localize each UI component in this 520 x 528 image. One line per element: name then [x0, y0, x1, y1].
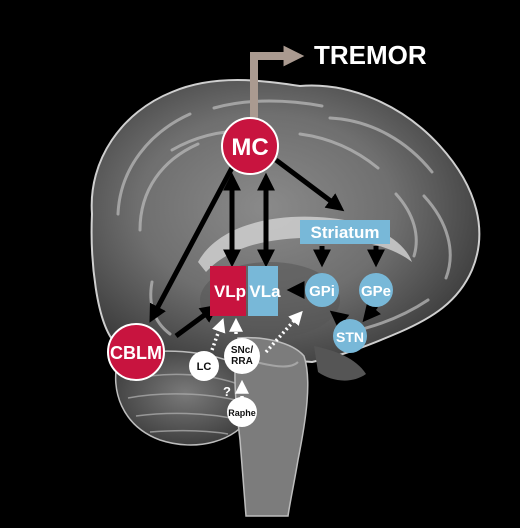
node-lc-label: LC [197, 361, 212, 373]
node-vla: VLa [248, 266, 281, 316]
node-vlp: VLp [210, 266, 246, 316]
node-gpi: GPi [305, 273, 339, 307]
node-raphe-label: Raphe [228, 408, 256, 418]
brain-illustration [90, 79, 481, 517]
node-snc-rra-label-line2: RRA [231, 356, 253, 367]
node-stn: STN [333, 319, 367, 353]
node-striatum-label: Striatum [311, 223, 380, 242]
node-gpe: GPe [359, 273, 393, 307]
modulatory-arrows [210, 310, 303, 398]
arrow-cblm-vlp [174, 304, 219, 339]
node-snc-rra: SNc/ RRA [224, 338, 260, 374]
node-vla-label: VLa [249, 282, 281, 301]
node-mc-label: MC [231, 134, 268, 161]
node-mc: MC [221, 117, 279, 175]
arrow-snc-gpi [264, 310, 303, 354]
pathway-arrows [149, 158, 385, 339]
unknown-source-marker: ? [223, 384, 231, 399]
node-lc: LC [189, 351, 219, 381]
arrow-mc-striatum [274, 158, 345, 212]
node-snc-rra-label-line1: SNc/ [231, 345, 253, 356]
node-gpi-label: GPi [309, 283, 335, 300]
tremor-title: TREMOR [314, 40, 427, 70]
node-cblm: CBLM [107, 323, 165, 381]
arrow-stn-gpi [329, 310, 350, 329]
node-striatum: Striatum [300, 220, 390, 244]
node-vlp-label: VLp [214, 282, 246, 301]
arrow-gpe-stn [362, 302, 381, 323]
node-gpe-label: GPe [361, 283, 391, 300]
node-raphe: Raphe [227, 397, 257, 427]
tremor-output-arrow [250, 45, 305, 120]
arrow-mc-cblm [149, 162, 237, 323]
node-cblm-label: CBLM [110, 343, 162, 363]
node-stn-label: STN [336, 329, 364, 345]
